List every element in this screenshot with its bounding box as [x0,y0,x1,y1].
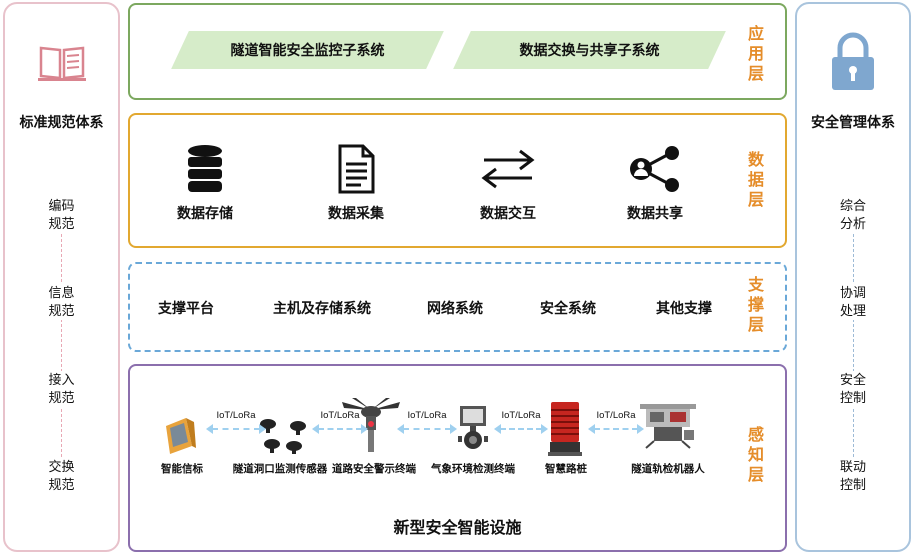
weather-monitoring-device [454,404,492,461]
application-layer: 隧道智能安全监控子系统 数据交换与共享子系统 应用层 [128,3,787,100]
security-item-linkage: 联动控制 [797,458,909,494]
weather-monitoring-label: 气象环境检测终端 [431,463,515,475]
tunnel-rail-robot-label: 隧道轨检机器人 [631,463,705,475]
database-icon [150,143,260,195]
support-network: 网络系统 [427,300,483,316]
standards-system-panel: 标准规范体系 编码规范 信息规范 接入规范 交换规范 [3,2,120,552]
data-sharing: 数据共享 [600,143,710,223]
standard-item-access: 接入规范 [5,371,118,407]
support-other: 其他支撑 [656,300,712,316]
security-item-coordination: 协调处理 [797,284,909,320]
exchange-arrows-icon [453,143,563,195]
layer-label-sensing: 感知层 [747,427,764,484]
book-icon [38,42,86,87]
security-management-panel: 安全管理体系 综合分析 协调处理 安全控制 联动控制 [795,2,911,552]
road-safety-warning-label: 道路安全警示终端 [332,463,416,475]
standard-item-info: 信息规范 [5,284,118,320]
smart-bollard-label: 智慧路桩 [545,463,587,475]
layer-label-support: 支撑层 [747,277,764,334]
tunnel-portal-sensor-label: 隧道洞口监测传感器 [232,463,328,475]
security-item-analysis: 综合分析 [797,197,909,233]
support-platform: 支撑平台 [158,300,214,316]
connector-line [853,214,854,492]
smart-beacon-device [162,416,198,461]
standard-item-coding: 编码规范 [5,197,118,233]
app-subsystem-data-exchange: 数据交换与共享子系统 [453,31,726,69]
support-security: 安全系统 [540,300,596,316]
lock-icon [830,32,876,97]
data-collection: 数据采集 [301,143,411,223]
standards-system-title: 标准规范体系 [19,114,104,130]
standard-item-exchange: 交换规范 [5,458,118,494]
layer-label-application: 应用层 [747,26,764,83]
support-host-storage: 主机及存储系统 [273,300,371,316]
data-layer: 数据存储 数据采集 数据交互 [128,113,787,248]
document-icon [301,143,411,195]
smart-beacon-label: 智能信标 [161,463,203,475]
support-layer: 支撑平台 主机及存储系统 网络系统 安全系统 其他支撑 支撑层 [128,262,787,352]
connector-line [61,214,62,492]
tunnel-rail-inspection-robot [640,402,696,455]
app-subsystem-tunnel-monitoring: 隧道智能安全监控子系统 [171,31,444,69]
security-management-title: 安全管理体系 [811,114,895,130]
tunnel-portal-sensor-device [258,414,310,459]
share-icon [600,143,710,195]
road-safety-warning-device [340,396,402,461]
layer-label-data: 数据层 [747,152,764,209]
smart-bollard-device [548,400,582,463]
data-storage: 数据存储 [150,143,260,223]
security-item-control: 安全控制 [797,371,909,407]
sensing-layer-title: 新型安全智能设施 [393,520,522,537]
data-interaction: 数据交互 [453,143,563,223]
sensing-layer: IoT/LoRa IoT/LoRa IoT/LoRa IoT/LoRa IoT/… [128,364,787,552]
